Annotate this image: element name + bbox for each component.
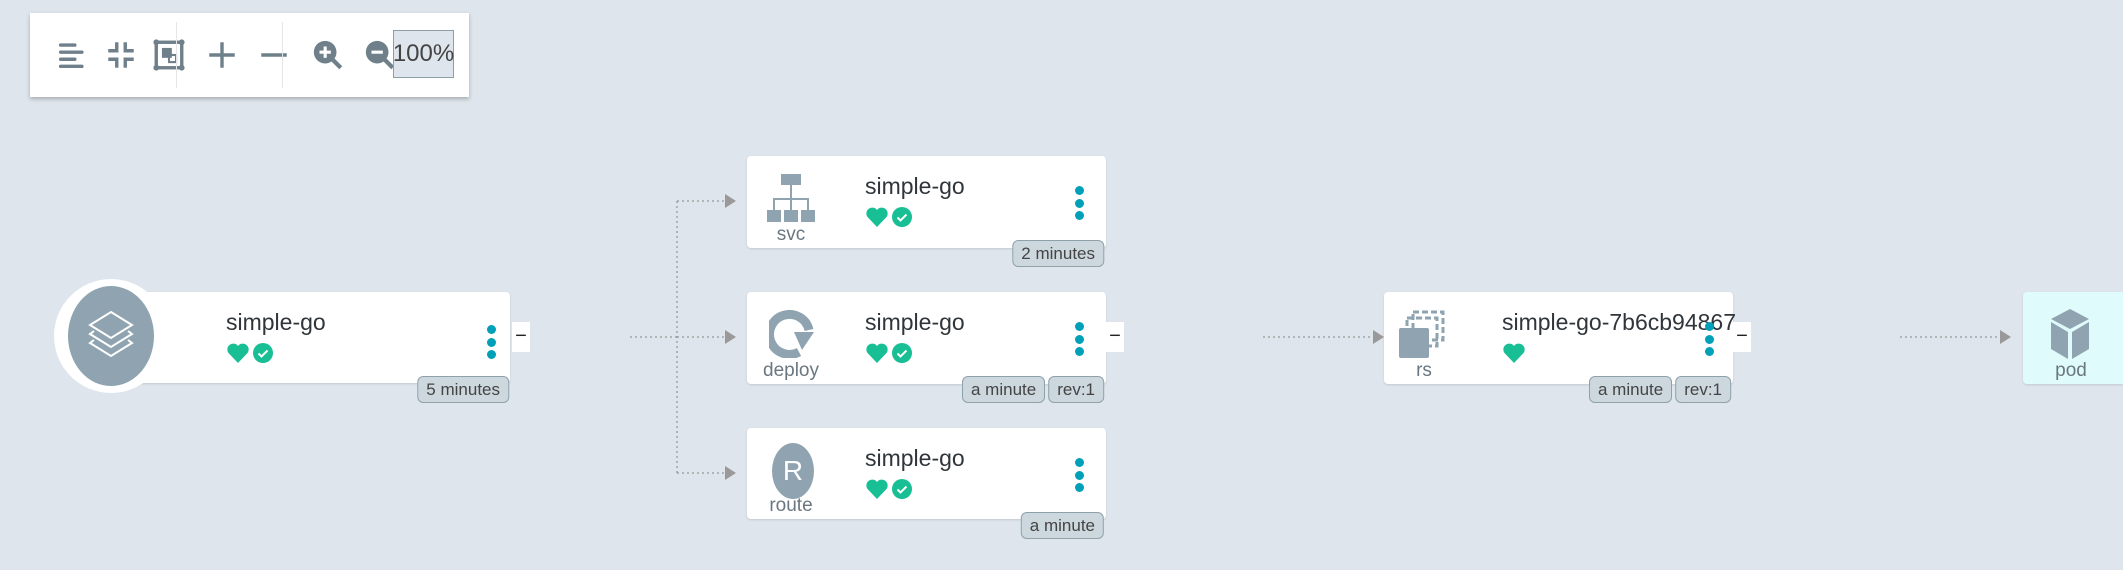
align-left-icon (58, 43, 84, 69)
zoom-level[interactable]: 100% (393, 30, 454, 78)
heart-icon (866, 207, 888, 227)
collapse-toggle[interactable]: − (1106, 322, 1124, 352)
zoom-out-button[interactable] (360, 35, 400, 75)
check-circle-icon (253, 343, 273, 363)
collapse-all-button[interactable] (254, 35, 294, 75)
toolbar-divider (282, 22, 283, 88)
replicaset-icon (1399, 310, 1445, 358)
arrow-pod (2000, 330, 2011, 344)
replicaset-node[interactable]: rs simple-go-7b6cb94867 (1384, 292, 1736, 384)
plus-icon (209, 42, 235, 68)
check-circle-icon (892, 343, 912, 363)
heart-icon (227, 343, 249, 363)
fit-to-screen-button[interactable] (149, 35, 189, 75)
node-title: simple-go (865, 173, 965, 199)
revision-badge: rev:1 (1048, 376, 1104, 403)
application-icon-ring (54, 279, 168, 393)
service-icon (767, 174, 815, 222)
kebab-menu[interactable] (486, 325, 496, 359)
age-badge: 5 minutes (417, 376, 509, 403)
node-title: simple-go-7b6cb94867 (1502, 309, 1736, 335)
age-badge: 2 minutes (1012, 240, 1104, 267)
status-icons (865, 478, 913, 500)
node-title: simple-go (865, 445, 965, 471)
arrow-rs (1373, 330, 1384, 344)
collapse-toggle[interactable]: − (1733, 322, 1751, 352)
check-circle-icon (892, 479, 912, 499)
application-icon (68, 286, 154, 386)
kebab-menu[interactable] (1074, 322, 1084, 356)
status-icons (865, 206, 913, 228)
node-title: simple-go (226, 309, 326, 335)
route-node[interactable]: R route simple-go (747, 428, 1106, 519)
age-badge: a minute (1020, 512, 1104, 539)
check-circle-icon (892, 207, 912, 227)
minus-icon (261, 53, 287, 57)
application-node[interactable]: simple-go (130, 292, 510, 383)
align-left-button[interactable] (52, 35, 92, 75)
age-badge: a minute (1589, 376, 1673, 403)
zoom-in-icon (313, 40, 343, 70)
collapse-button[interactable] (101, 35, 141, 75)
service-node[interactable]: svc simple-go (747, 156, 1106, 248)
route-icon: R (772, 443, 814, 499)
age-badge: a minute (962, 376, 1046, 403)
status-icons (1502, 342, 1526, 364)
deployment-icon (769, 309, 814, 358)
arrow-svc (725, 194, 736, 208)
status-icons (865, 342, 913, 364)
kind-label: route (769, 495, 813, 516)
kebab-menu[interactable] (1704, 322, 1714, 356)
fit-to-screen-icon (153, 39, 185, 71)
expand-all-button[interactable] (202, 35, 242, 75)
kind-label: pod (2055, 360, 2087, 381)
kind-label: deploy (763, 360, 819, 381)
zoom-in-button[interactable] (308, 35, 348, 75)
node-title: simple-go (865, 309, 965, 335)
heart-icon (1503, 343, 1525, 363)
kebab-menu[interactable] (1074, 186, 1084, 220)
graph-toolbar: 100% (30, 13, 469, 97)
revision-badge: rev:1 (1675, 376, 1731, 403)
toolbar-divider (176, 22, 177, 88)
kebab-menu[interactable] (1074, 458, 1084, 492)
collapse-toggle[interactable]: − (512, 322, 530, 352)
pod-icon (2051, 309, 2089, 359)
kind-label: rs (1416, 360, 1432, 381)
kind-label: svc (776, 224, 806, 245)
arrow-deploy (725, 330, 736, 344)
pod-node[interactable]: pod (2023, 292, 2123, 384)
layers-icon (88, 310, 134, 358)
heart-icon (866, 343, 888, 363)
deployment-node[interactable]: deploy simple-go (747, 292, 1106, 384)
heart-icon (866, 479, 888, 499)
zoom-out-icon (365, 40, 395, 70)
collapse-icon (108, 42, 134, 68)
status-icons (226, 342, 274, 364)
arrow-route (725, 466, 736, 480)
